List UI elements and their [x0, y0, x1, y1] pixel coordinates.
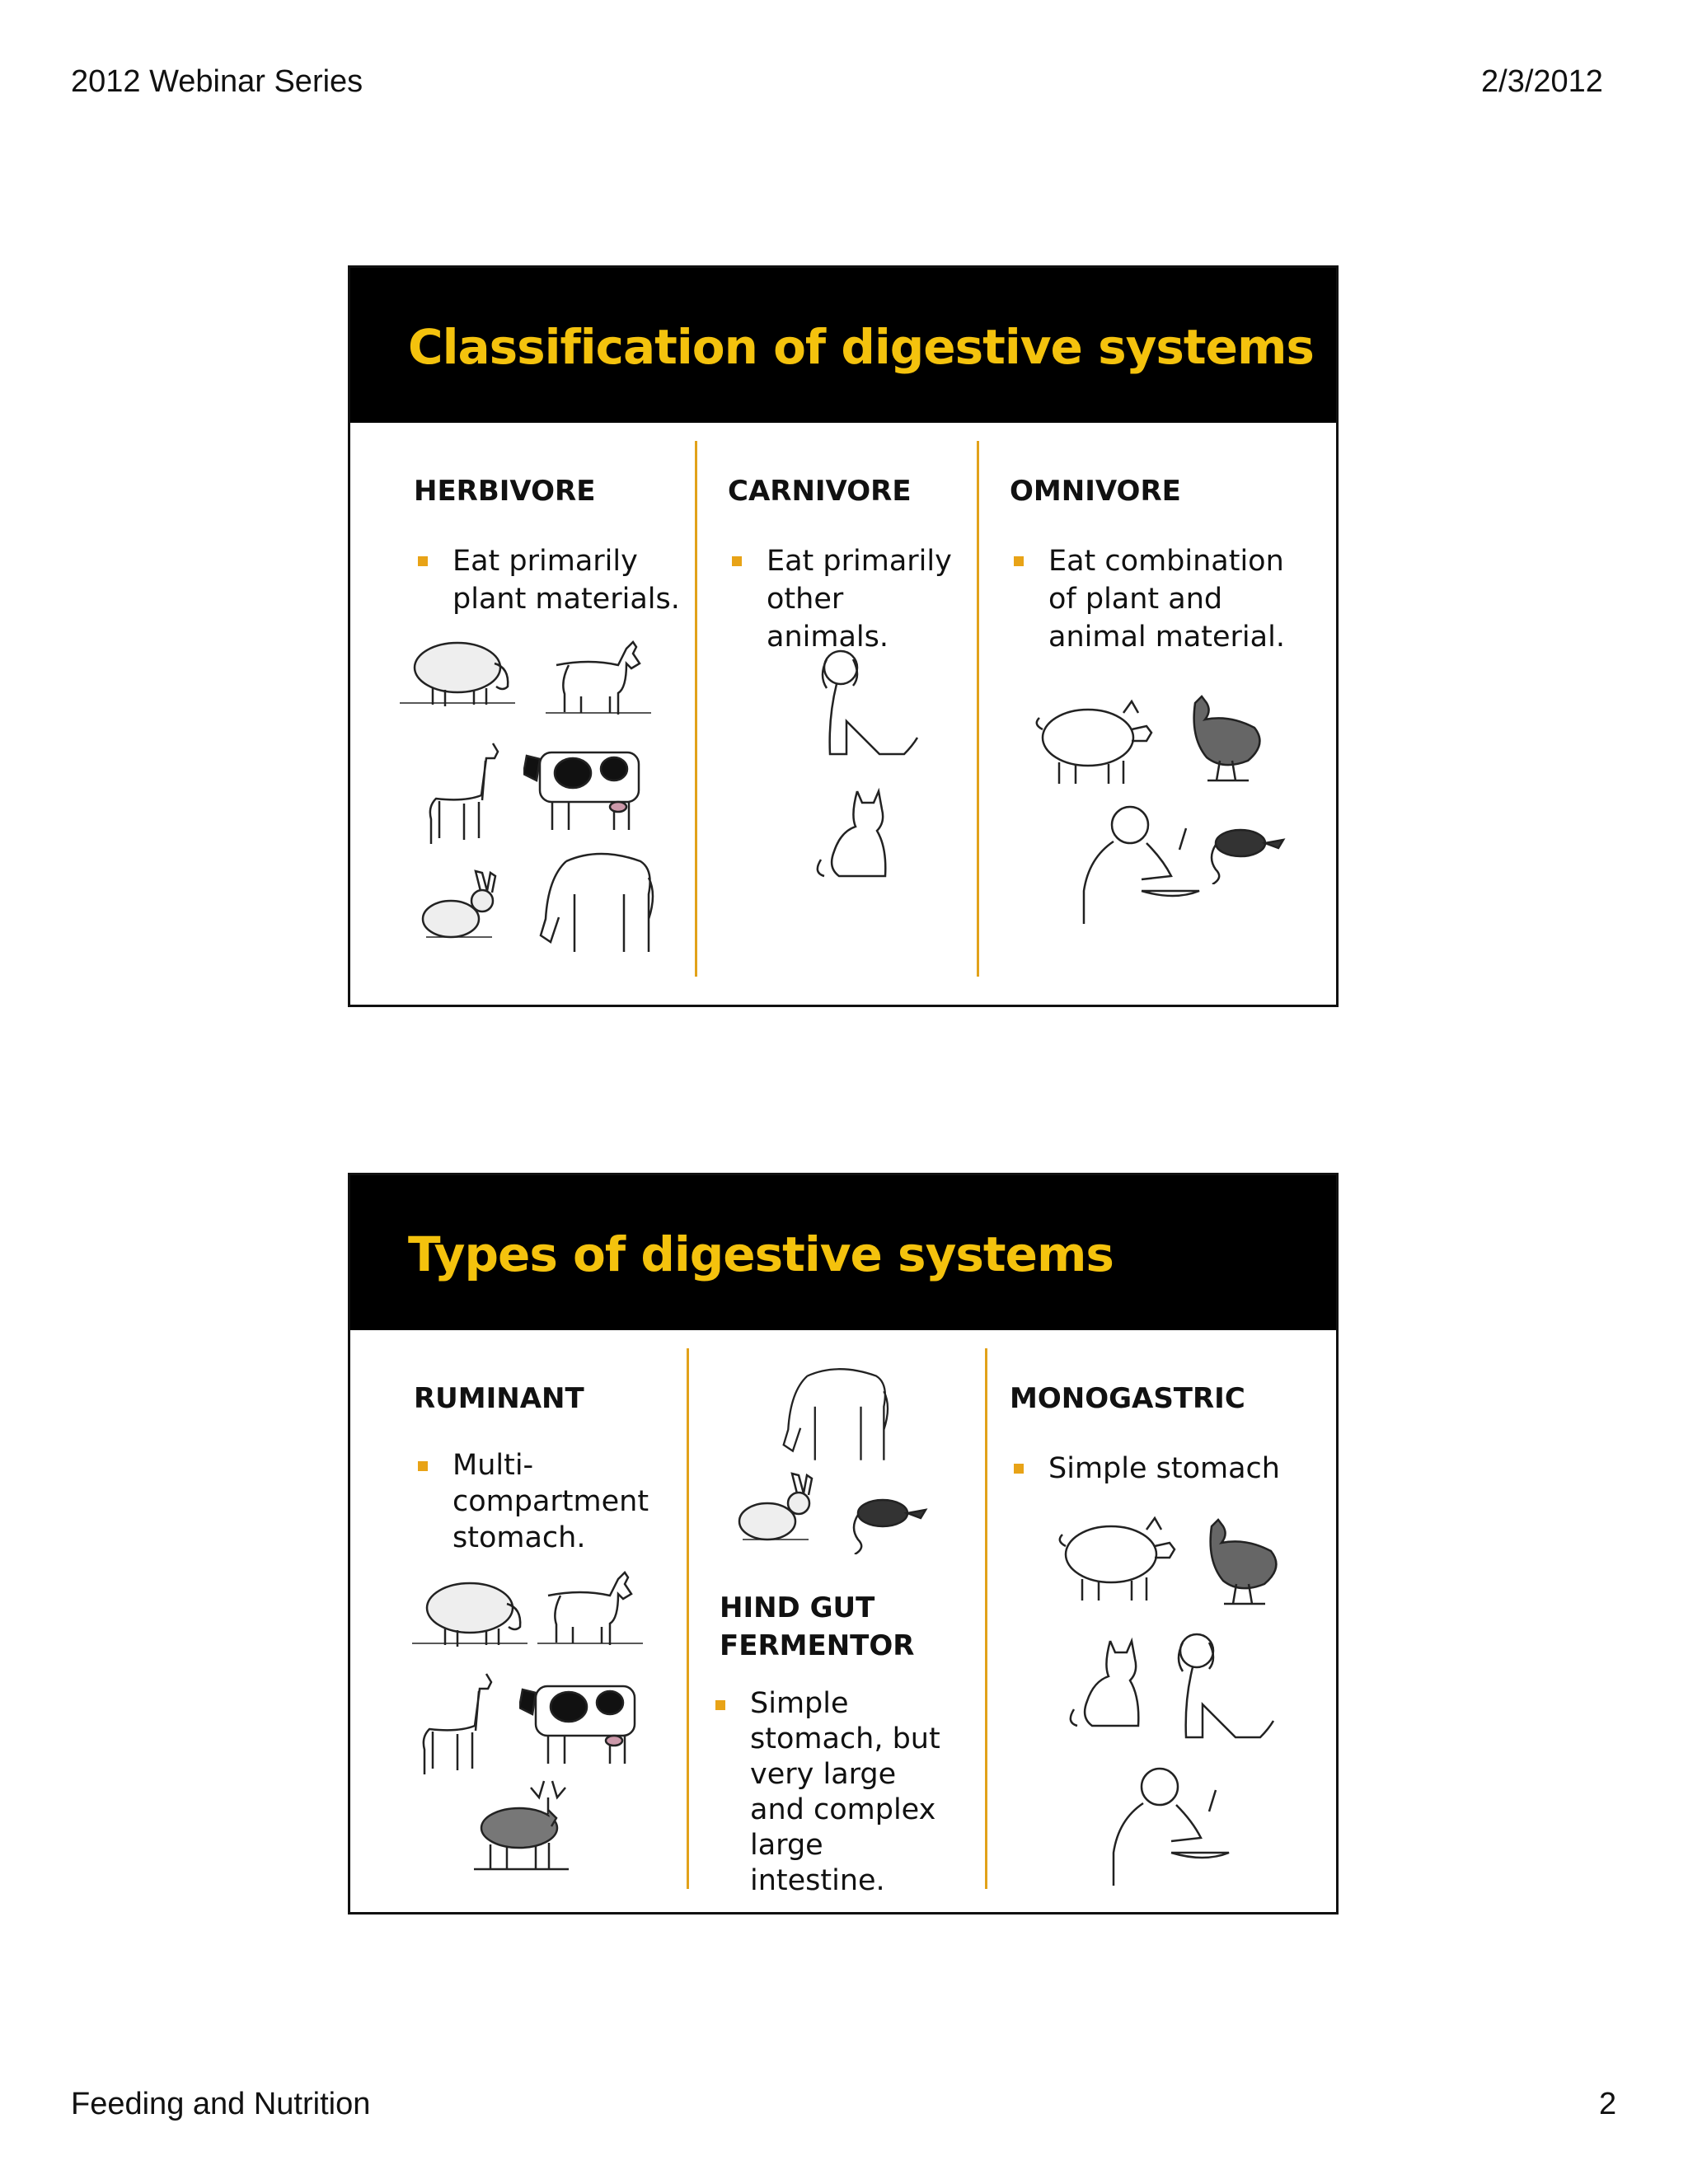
- slide-title-bar: [350, 1175, 1336, 1330]
- bullet-marker: [1014, 1464, 1024, 1474]
- bullet-marker: [715, 1700, 725, 1710]
- chicken-icon: [1199, 1518, 1290, 1609]
- bullet-marker: [418, 556, 428, 566]
- cat-icon: [816, 787, 898, 886]
- horse-icon: [533, 845, 657, 960]
- slide-title: Classification of digestive systems: [408, 319, 1315, 375]
- pig-icon: [1034, 696, 1158, 787]
- column-heading-herbivore: HERBIVORE: [414, 475, 596, 508]
- man-eating-icon: [1072, 800, 1204, 924]
- cow-icon: [523, 736, 655, 835]
- column-heading-carnivore: CARNIVORE: [728, 475, 912, 508]
- horse-icon: [772, 1361, 896, 1468]
- column-heading-omnivore: OMNIVORE: [1010, 475, 1181, 508]
- sheep-icon: [396, 630, 515, 709]
- column-divider: [695, 441, 697, 977]
- bullet-marker: [418, 1461, 428, 1471]
- column-divider: [687, 1348, 689, 1889]
- column-divider: [977, 441, 979, 977]
- slide-classification: Classification of digestive systems HERB…: [348, 265, 1339, 1007]
- pig-icon: [1057, 1513, 1181, 1604]
- rat-icon: [842, 1488, 932, 1554]
- column-heading-ruminant: RUMINANT: [414, 1382, 584, 1415]
- bullet-herbivore: Eat primarily plant materials.: [418, 542, 683, 618]
- header-date: 2/3/2012: [1481, 64, 1603, 99]
- column-heading-monogastric: MONOGASTRIC: [1010, 1382, 1245, 1415]
- page-number: 2: [1599, 2087, 1617, 2121]
- bullet-hind-gut-fermentor: Simple stomach, but very large and compl…: [715, 1686, 956, 1899]
- man-eating-icon: [1102, 1762, 1234, 1886]
- llama-icon: [408, 1670, 507, 1777]
- slide-title-bar: [350, 268, 1336, 423]
- goat-icon: [536, 1571, 643, 1645]
- llama-icon: [415, 739, 513, 846]
- dog-icon: [812, 647, 919, 762]
- sheep-icon: [408, 1571, 528, 1649]
- column-heading-hind-gut-fermentor: HIND GUT FERMENTOR: [720, 1591, 915, 1662]
- header-series: 2012 Webinar Series: [71, 64, 363, 99]
- bullet-ruminant: Multi-compartment stomach.: [418, 1447, 659, 1556]
- cow-icon: [519, 1670, 651, 1769]
- column-divider: [985, 1348, 987, 1889]
- bullet-marker: [732, 556, 742, 566]
- rat-icon: [1199, 818, 1290, 884]
- bullet-carnivore: Eat primarily other animals.: [732, 542, 973, 656]
- bullet-monogastric: Simple stomach: [1014, 1450, 1312, 1488]
- cat-icon: [1069, 1637, 1151, 1736]
- chicken-icon: [1183, 695, 1273, 785]
- bullet-omnivore: Eat combination of plant and animal mate…: [1014, 542, 1296, 656]
- goat-icon: [544, 640, 651, 715]
- rabbit-icon: [418, 869, 500, 944]
- footer-title: Feeding and Nutrition: [71, 2087, 371, 2121]
- rabbit-icon: [734, 1472, 817, 1546]
- dog-icon: [1168, 1630, 1275, 1746]
- bullet-marker: [1014, 556, 1024, 566]
- slide-types: Types of digestive systems RUMINANT Mult…: [348, 1173, 1339, 1915]
- deer-icon: [470, 1777, 573, 1876]
- slide-title: Types of digestive systems: [408, 1226, 1114, 1282]
